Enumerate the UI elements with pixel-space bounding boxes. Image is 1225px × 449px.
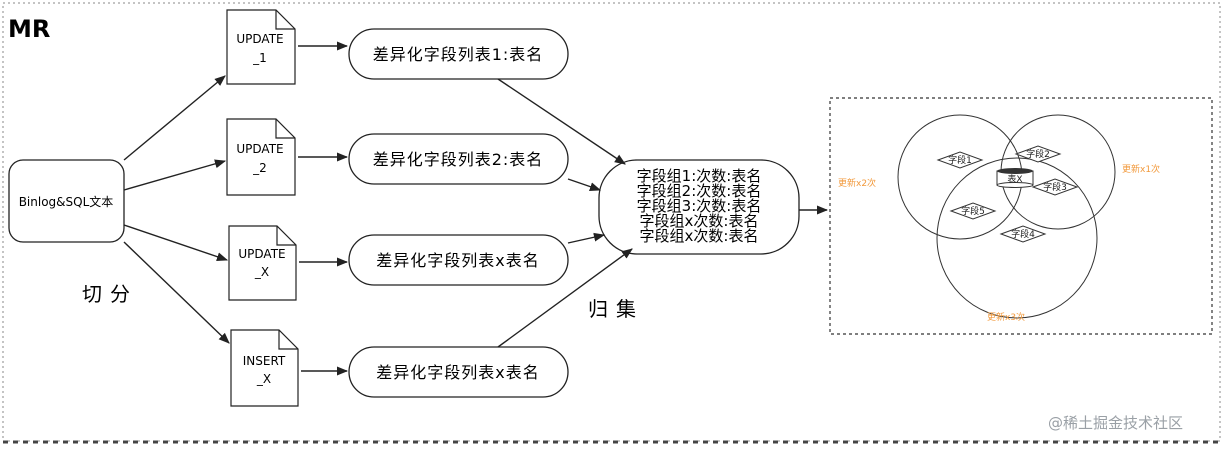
split-label: 切分 — [82, 282, 138, 306]
doc-label-line2: _X — [256, 372, 271, 386]
field-group-box: 字段组1:次数:表名 字段组2:次数:表名 字段组3:次数:表名 字段组x次数:… — [598, 159, 800, 255]
field-group-line: 字段组2:次数:表名 — [637, 182, 762, 200]
venn-field-4: 字段4 — [999, 225, 1047, 243]
venn-diagram — [897, 114, 1116, 319]
diff-table-label: 差异化字段列表2:表名 — [373, 150, 544, 169]
diff-table-4: 差异化字段列表x表名 — [348, 346, 569, 398]
diff-table-1: 差异化字段列表1:表名 — [348, 28, 569, 80]
document-update-x: UPDATE _X — [228, 225, 297, 301]
field-group-line: 字段组x次数:表名 — [640, 227, 759, 245]
table-x-label: 表X — [1007, 173, 1022, 185]
field-group-line: 字段组3:次数:表名 — [637, 197, 762, 215]
venn-field-label: 字段4 — [1011, 228, 1035, 240]
source-box — [8, 159, 125, 243]
collect-arrows — [497, 78, 633, 348]
update-count-x2: 更新x2次 — [838, 177, 876, 189]
split-arrows — [123, 75, 230, 344]
doc-label-line2: _2 — [252, 161, 267, 175]
venn-fields: 字段1 字段2 字段3 字段5 字段4 — [936, 145, 1079, 243]
mr-title: MR — [8, 15, 50, 43]
update-count-x1: 更新x1次 — [1122, 163, 1160, 175]
document-update-2: UPDATE _2 — [226, 118, 296, 196]
venn-field-label: 字段3 — [1043, 181, 1067, 193]
venn-field-1: 字段1 — [936, 151, 984, 169]
doc-label-line1: UPDATE — [236, 32, 283, 46]
venn-field-2: 字段2 — [1014, 145, 1062, 163]
doc-label-line1: UPDATE — [238, 247, 285, 261]
venn-field-5: 字段5 — [949, 202, 997, 220]
diff-table-3: 差异化字段列表x表名 — [348, 234, 569, 286]
table-x-database-icon: 表X — [996, 168, 1034, 188]
source-box-label: Binlog&SQL文本 — [19, 194, 114, 209]
venn-panel — [829, 97, 1213, 335]
venn-field-label: 字段2 — [1026, 148, 1050, 160]
venn-field-label: 字段1 — [948, 154, 972, 166]
venn-field-label: 字段5 — [961, 205, 985, 217]
doc-label-line1: INSERT — [243, 354, 286, 368]
collect-label: 归集 — [588, 297, 644, 321]
doc-label-line2: _1 — [252, 51, 267, 65]
field-group-line: 字段组x次数:表名 — [640, 212, 759, 230]
field-group-line: 字段组1:次数:表名 — [637, 167, 762, 185]
diff-table-label: 差异化字段列表x表名 — [376, 363, 539, 382]
doc-to-diff-arrows — [298, 41, 349, 376]
diff-table-label: 差异化字段列表x表名 — [376, 251, 539, 270]
watermark: @稀土掘金技术社区 — [1048, 414, 1183, 432]
diff-table-label: 差异化字段列表1:表名 — [373, 45, 544, 64]
document-update-1: UPDATE _1 — [226, 9, 296, 85]
document-insert-x: INSERT _X — [230, 329, 299, 407]
doc-label-line2: _X — [254, 265, 269, 279]
diff-table-2: 差异化字段列表2:表名 — [348, 133, 569, 185]
venn-field-3: 字段3 — [1031, 178, 1079, 196]
update-count-x3: 更新x3次 — [987, 311, 1025, 323]
doc-label-line1: UPDATE — [236, 142, 283, 156]
mr-frame — [2, 2, 1221, 442]
